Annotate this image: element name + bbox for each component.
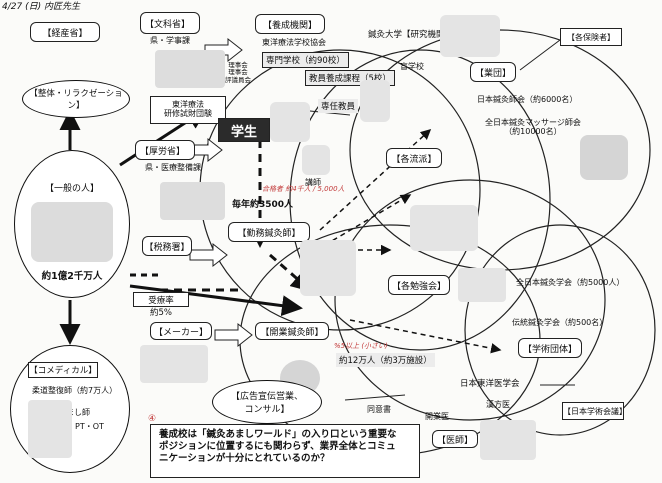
ad-circle: 【広告宣伝営業、 コンサル】 [212,380,322,424]
dento: 伝統鍼灸学会（約500名） [512,318,608,327]
toyo-assoc: 東洋療法学校協会 [262,38,326,47]
employed-illustration [300,240,356,296]
schools-box: 【各流派】 [386,148,442,168]
general-people-circle: 【一般の人】 約1億2千万人 [14,150,130,298]
crowd-illustration [31,202,113,262]
header-note: 4/27 (日) 内匠先生 [2,2,80,12]
office-illustration [155,50,225,88]
kampo-doctor: 漢方医 [486,400,510,409]
annual-label: 毎年約3500人 [232,200,294,210]
practitioner-count: 約12万人（約3万施設） [336,353,435,367]
maker-illustration [140,345,208,383]
comedical-label: 【コメディカル】 [28,362,98,378]
seitai-circle: 【整体・リラクゼーション】 [22,80,130,118]
consult-rate: 約5% [150,308,172,318]
blind-school: 盲学校 [400,62,424,71]
mhlw-sub: 県・医療整備課 [145,163,201,172]
office-illustration [160,182,225,220]
teacher-illustration [360,80,390,122]
footnote-marker: ④ [148,414,157,424]
mext-box: 【文科省】 [140,12,200,34]
insurer-illustration [580,135,628,180]
schools-illustration [410,205,478,251]
maker-box: 【メーカー】 [150,322,212,340]
insurers-box: 【各保険者】 [560,28,622,46]
kyudan2: 全日本鍼灸マッサージ師会 （約10000名） [485,118,581,137]
research-inst: 鍼灸大学【研究機関】 [368,30,454,40]
training-box: 【養成機関】 [255,14,325,34]
study-groups-box: 【各勉強会】 [388,275,450,295]
council-label: 理事会 理事会 評議員会 [225,61,251,84]
bottom-note: 養成校は「鍼灸あましワールド」の入り口という重要な ポジションに位置するにも関わ… [150,424,420,478]
handwritten-note-1: 合格者 約4千人 / 5,000人 [262,185,345,193]
consult-rate-label: 受療率 [133,292,189,307]
research-illustration [440,15,500,57]
student-illustration [270,102,310,142]
vocational: 専門学校（約90校） [262,52,349,68]
dedicated-teacher: 専任教員 [318,99,359,113]
mext-sub: 県・学事課 [150,36,190,45]
student-box: 学生 [218,118,270,142]
lecturer-illustration [302,145,330,175]
kaigyo-doctor: 開業医 [425,412,449,421]
kyudan1: 日本鍼灸師会（約6000名） [477,95,578,104]
comedical-illustration [28,400,72,458]
consent: 同意書 [367,405,391,414]
doctors-illustration [480,420,536,460]
mhlw-box: 【厚労省】 [135,140,195,160]
tax-box: 【税務署】 [142,236,192,256]
ptot: PT・OT [75,422,104,431]
population: 約1億2千万人 [41,271,103,282]
employed-box: 【勤務鍼灸師】 [228,222,310,242]
general-people-label: 【一般の人】 [44,184,99,194]
zennihon: 全日本鍼灸学会（約5000人） [516,278,625,287]
toyo-research-box: 東洋療法 研修試財団験 [150,96,226,124]
judo: 柔道整復師（約7万人） [32,386,118,395]
handwritten-note-2: %5以上 (小さい) [334,342,388,350]
study-illustration [458,268,506,302]
practitioner-box: 【開業鍼灸師】 [255,322,329,340]
toyo-medical: 日本東洋医学会 [460,379,520,389]
doctors-box: 【医師】 [432,430,478,448]
lecturer-label: 講師 [305,178,321,187]
amashi: あまし師 [58,408,90,417]
academic-box: 【学術団体】 [518,338,582,358]
meti-box: 【経産省】 [30,22,100,42]
jms-box: 【日本学術会議】 [562,402,627,420]
group-box: 【業団】 [470,62,516,82]
